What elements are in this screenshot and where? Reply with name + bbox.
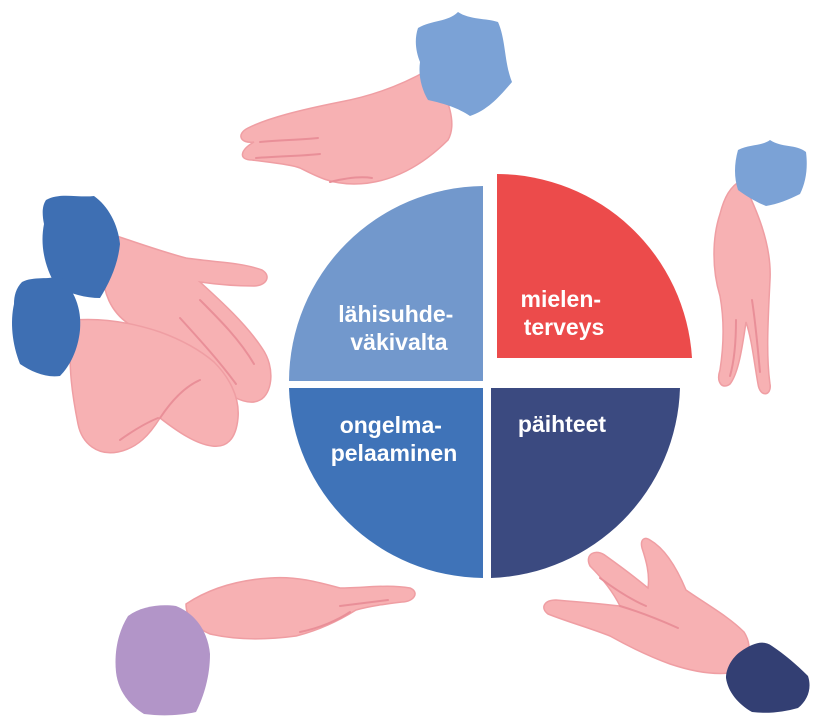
quadrant-top-left bbox=[289, 186, 483, 381]
hand-left-lower-illustration bbox=[12, 276, 239, 454]
label-ongelmapelaaminen: ongelma- pelaaminen bbox=[331, 412, 458, 466]
hand-bottom-right-illustration bbox=[543, 537, 810, 713]
quadrant-circle bbox=[289, 174, 692, 578]
label-lahisuhdevakivalta: lähisuhde- väkivalta bbox=[338, 301, 459, 355]
hand-bottom-left-illustration bbox=[115, 576, 416, 716]
label-paihteet: päihteet bbox=[518, 411, 607, 437]
quadrant-top-right bbox=[497, 174, 692, 358]
label-mielenterveys: mielen- terveys bbox=[521, 286, 608, 340]
hand-right-illustration bbox=[713, 140, 807, 395]
quadrant-bottom-right bbox=[491, 388, 680, 578]
hand-top-illustration bbox=[240, 12, 512, 185]
quadrant-bottom-left bbox=[289, 388, 483, 578]
hand-left-upper-illustration bbox=[42, 195, 272, 403]
